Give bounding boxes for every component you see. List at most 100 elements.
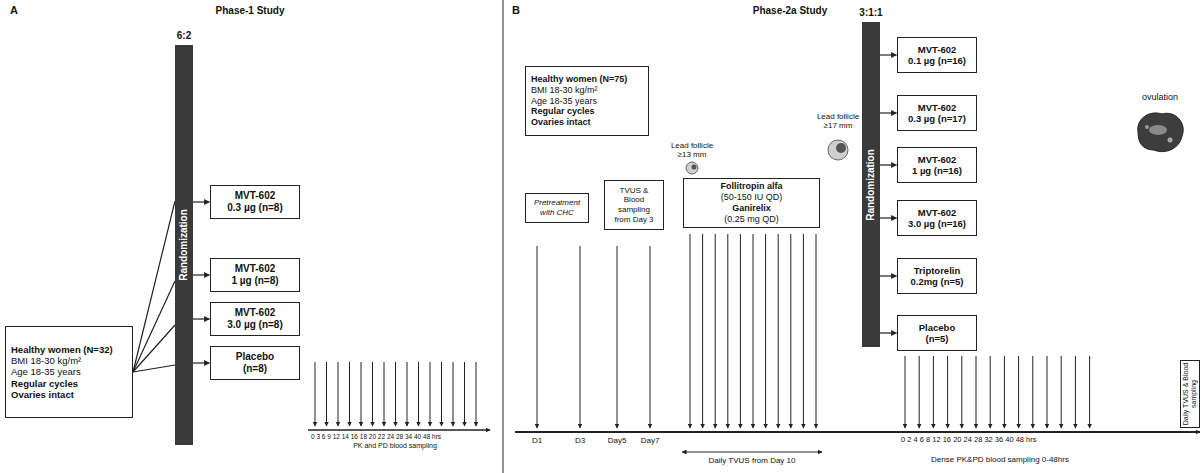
arm-box: Triptorelin0.2mg (n=5) xyxy=(897,258,977,294)
sampling-arrow xyxy=(1032,356,1033,428)
node-heading: Placebo xyxy=(215,351,295,363)
sampling-arrow xyxy=(753,234,754,428)
node-text: Regular cycles xyxy=(11,378,127,389)
allocation-arrow xyxy=(880,275,897,276)
node-text: (50-150 IU QD) xyxy=(688,192,815,203)
allocation-arrow xyxy=(193,318,210,319)
day-label: D3 xyxy=(575,436,585,445)
procedure-box: Daily TVUS & Blood sampling xyxy=(1180,360,1200,428)
node-text: 1 µg (n=8) xyxy=(215,275,295,287)
sampling-arrow xyxy=(1004,356,1005,428)
sampling-arrow xyxy=(803,234,804,428)
sampling-arrow xyxy=(727,234,728,428)
node-text: Randomization xyxy=(865,149,877,221)
node-heading: MVT-602 xyxy=(902,44,972,55)
sampling-arrow xyxy=(919,356,920,428)
node-heading: 6:2 xyxy=(177,30,191,42)
node-heading: Daily TVUS & Blood sampling xyxy=(1182,362,1197,426)
node-heading: MVT-602 xyxy=(902,154,972,165)
allocation-arrow xyxy=(193,362,210,363)
event-label: ovulation xyxy=(1142,92,1178,102)
randomization-bar: 3:1:1Randomization xyxy=(862,22,880,347)
sampling-arrow xyxy=(933,356,934,428)
sampling-arrow xyxy=(349,362,350,426)
sampling-arrow xyxy=(715,234,716,428)
arm-box: MVT-6020.3 µg (n=8) xyxy=(210,185,300,219)
sampling-arrow xyxy=(905,356,906,428)
sampling-arrow xyxy=(372,362,373,426)
node-heading: Placebo xyxy=(902,322,972,333)
phase-box: TVUS & Blood sampling from Day 3 xyxy=(604,180,664,230)
sampling-arrow xyxy=(690,234,691,428)
allocation-line xyxy=(133,325,175,372)
day-label: Day7 xyxy=(641,436,660,445)
panel-letter: B xyxy=(512,4,520,17)
node-text: 3.0 µg (n=8) xyxy=(215,319,295,331)
axis-caption: Dense PK&PD blood sampling 0-48hrs xyxy=(931,455,1069,464)
allocation-arrow xyxy=(193,201,210,202)
axis-caption: Daily TVUS from Day 10 xyxy=(709,456,796,465)
sampling-arrow xyxy=(1047,356,1048,428)
panel-title: Phase-2a Study xyxy=(753,5,827,17)
node-heading: MVT-602 xyxy=(215,307,295,319)
allocation-arrow xyxy=(880,217,897,218)
node-heading: Follitropin alfa xyxy=(688,181,815,192)
node-text: Ovaries intact xyxy=(531,117,643,128)
node-text: Ovaries intact xyxy=(11,389,127,400)
arm-box: MVT-6020.1 µg (n=16) xyxy=(897,37,977,73)
sampling-arrow xyxy=(361,362,362,426)
arm-box: MVT-6023.0 µg (n=16) xyxy=(897,200,977,236)
sampling-arrow xyxy=(650,246,651,428)
time-axis xyxy=(515,431,1200,433)
node-heading: Healthy women (N=32) xyxy=(11,344,127,355)
randomization-bar: 6:2Randomization xyxy=(175,45,193,445)
allocation-arrow xyxy=(880,54,897,55)
sampling-arrow xyxy=(464,362,465,426)
node-text: Randomization xyxy=(178,209,190,281)
sampling-arrow xyxy=(441,362,442,426)
follicle-note: Lead follicle ≥17 mm xyxy=(810,112,866,130)
node-text: (0.25 mg QD) xyxy=(688,214,815,225)
allocation-arrow xyxy=(193,274,210,275)
sampling-arrow xyxy=(816,234,817,428)
allocation-line xyxy=(133,281,175,372)
allocation-line xyxy=(133,365,175,372)
node-heading: Triptorelin xyxy=(902,265,972,276)
node-heading: Pretreatment with CHC xyxy=(530,198,584,217)
node-text: 0.3 µg (n=17) xyxy=(902,113,972,124)
sampling-arrow xyxy=(537,246,538,428)
inclusion-box: Healthy women (N=32)BMI 18-30 kg/m²Age 1… xyxy=(5,326,133,418)
phase-box: Pretreatment with CHC xyxy=(525,193,589,223)
node-heading: TVUS & Blood sampling from Day 3 xyxy=(609,186,659,224)
node-text: BMI 18-30 kg/m² xyxy=(531,85,643,96)
node-text: Age 18-35 years xyxy=(531,96,643,107)
node-text: BMI 18-30 kg/m² xyxy=(11,355,127,366)
treatment-box: Follitropin alfa(50-150 IU QD)Ganirelix(… xyxy=(683,178,820,228)
sampling-arrow xyxy=(765,234,766,428)
follicle-icon xyxy=(828,140,848,160)
sampling-arrows xyxy=(315,234,1090,428)
node-heading: 3:1:1 xyxy=(859,7,882,19)
node-heading: MVT-602 xyxy=(215,190,295,202)
node-heading: MVT-602 xyxy=(215,263,295,275)
arm-box: Placebo(n=5) xyxy=(897,315,977,351)
sampling-arrow xyxy=(990,356,991,428)
ovulation-icon xyxy=(1138,113,1183,152)
node-text: (n=5) xyxy=(902,333,972,344)
allocation-line xyxy=(133,201,175,372)
node-text: 3.0 µg (n=16) xyxy=(902,218,972,229)
node-text: Age 18-35 years xyxy=(11,366,127,377)
node-heading: Healthy women (N=75) xyxy=(531,74,643,85)
tick-labels: 0 3 6 9 12 14 16 18 20 22 24 28 34 40 48… xyxy=(311,433,441,440)
sampling-arrow xyxy=(1061,356,1062,428)
allocation-arrow xyxy=(880,332,897,333)
sampling-arrow xyxy=(338,362,339,426)
arm-box: MVT-6021 µg (n=16) xyxy=(897,147,977,183)
node-heading: MVT-602 xyxy=(902,207,972,218)
panel-letter: A xyxy=(10,4,18,17)
sampling-arrow xyxy=(617,246,618,428)
node-heading: MVT-602 xyxy=(902,102,972,113)
sampling-arrow xyxy=(702,234,703,428)
sampling-arrow xyxy=(778,234,779,428)
sampling-arrow xyxy=(395,362,396,426)
